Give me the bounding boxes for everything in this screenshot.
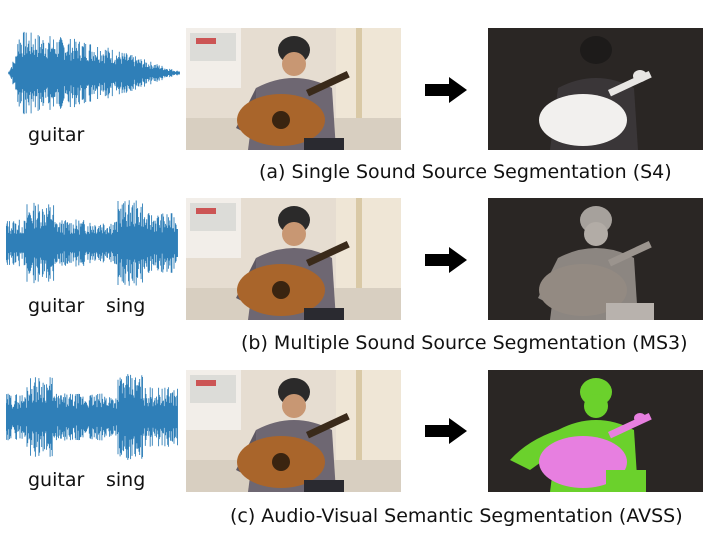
input-video-frame	[186, 370, 401, 492]
segmentation-mask-avss	[488, 370, 703, 492]
caption-s4: (a) Single Sound Source Segmentation (S4…	[259, 161, 672, 183]
row-ms3: guitar sing	[0, 185, 718, 360]
caption-avss: (c) Audio-Visual Semantic Segmentation (…	[230, 505, 683, 527]
row-s4: guitar	[0, 0, 718, 185]
caption-ms3: (b) Multiple Sound Source Segmentation (…	[241, 332, 688, 354]
right-arrow-icon	[425, 418, 467, 444]
audio-label-sing: sing	[106, 469, 146, 491]
audio-label-sing: sing	[106, 295, 146, 317]
audio-label-guitar: guitar	[28, 295, 85, 317]
audio-label-guitar: guitar	[28, 124, 85, 146]
input-video-frame	[186, 198, 401, 320]
segmentation-mask-s4	[488, 28, 703, 150]
audio-waveform-icon	[6, 200, 178, 286]
row-avss: guitar sing	[0, 360, 718, 540]
segmentation-mask-ms3	[488, 198, 703, 320]
audio-waveform-icon	[6, 374, 178, 460]
right-arrow-icon	[425, 247, 467, 273]
input-video-frame	[186, 28, 401, 150]
audio-label-guitar: guitar	[28, 469, 85, 491]
right-arrow-icon	[425, 77, 467, 103]
audio-waveform-icon	[8, 31, 180, 115]
